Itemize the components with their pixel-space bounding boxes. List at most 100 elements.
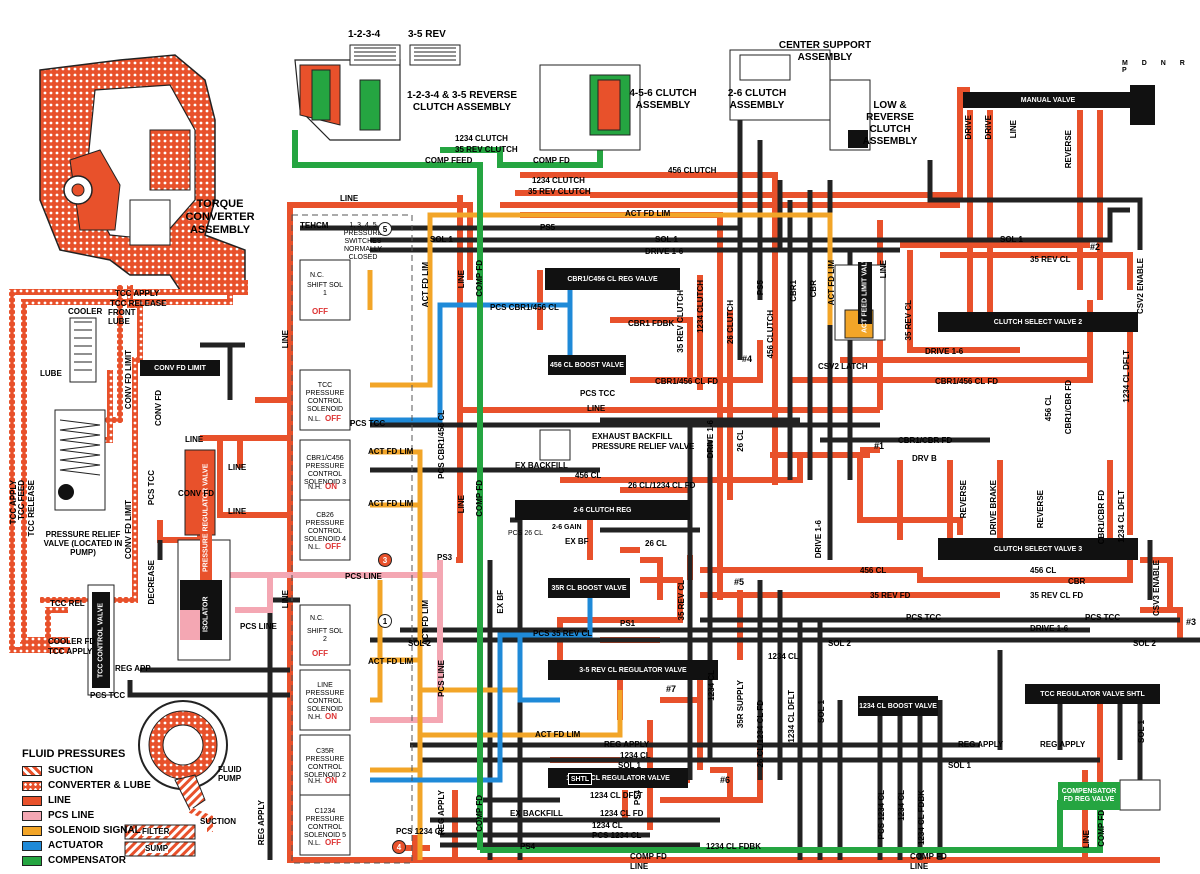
label-pcs-26: PCS 26 CL (508, 530, 544, 537)
solenoid-bodies (299, 259, 351, 856)
label-comp-fd-vert-4: COMP FD (1097, 810, 1106, 847)
label-ps5: PS5 (540, 223, 556, 232)
label-cooler-fd: COOLER FD (48, 637, 96, 646)
pcs-line-passages (230, 560, 443, 723)
solenoid-3-state: ON (325, 482, 337, 491)
label-tcc-release-vert: TCC RELEASE (27, 480, 36, 537)
label-456-cl-mid: 456 CL (575, 471, 602, 480)
pressure-switch-4: 4 (392, 840, 406, 854)
label-sol1-vert: SOL 1 (817, 700, 826, 723)
26-clutch-reg-valve: 2-6 CLUTCH REG (515, 500, 690, 520)
label-tcc-release-top: TCC RELEASE (110, 299, 167, 308)
pressure-switch-1: 1 (378, 614, 392, 628)
label-cbr1-456-fd-right: CBR1/456 CL FD (935, 377, 998, 386)
label-35rev-clutch: 35 REV CLUTCH (455, 145, 518, 154)
checkball-7: #7 (666, 684, 677, 694)
solenoid-5-state: OFF (312, 649, 328, 658)
legend-label-act: ACTUATOR (48, 840, 104, 851)
label-1234-cl-vert: 1234 CL (707, 670, 716, 701)
label-line-top: LINE (340, 194, 359, 203)
solenoid-8-label: C1234 PRESSURE CONTROL SOLENOID 5 (303, 808, 346, 839)
label-sol1-right: SOL 1 (1000, 235, 1023, 244)
label-sol1-top: SOL 1 (430, 235, 453, 244)
solenoid-8-type: N.L. (308, 840, 321, 847)
label-reg-app: REG APP (115, 664, 151, 673)
legend-swatch-act (22, 840, 42, 851)
torque-converter-title: TORQUE CONVERTER ASSEMBLY (185, 198, 255, 236)
456-boost-valve: 456 CL BOOST VALVE (548, 355, 626, 375)
isolator: ISOLATOR (200, 590, 212, 638)
label-conv-fd-limit-2: CONV FD LIMIT (124, 350, 133, 410)
label-conv-fd-limit-1: CONV FD LIMIT (124, 500, 133, 560)
label-decrease: DECREASE (147, 560, 156, 605)
label-sol1-vert-2: SOL 1 (1137, 720, 1146, 743)
label-1234-cl-dflt-vert-2: 1234 CL DFLT (1117, 490, 1126, 543)
solenoid-3-label: CBR1/C456 PRESSURE CONTROL SOLENOID 3 (303, 455, 346, 486)
clutch-assemblies (294, 44, 871, 151)
label-1234-cl-fdbk-vert: 1234 CL FDBK (917, 790, 926, 845)
label-act-fd-lim-vert-3: ACT FD LIM (827, 260, 836, 306)
label-act-fd-lim-4: ACT FD LIM (535, 730, 581, 739)
label-ps4-vert: PS4 (633, 790, 642, 806)
label-1234-clutch-vert: 1234 CLUTCH (696, 280, 705, 333)
label-reg-apply-mid: REG APPLY (604, 740, 650, 749)
label-reg-apply-vert-2: REG APPLY (437, 790, 446, 836)
legend-label-sol: SOLENOID SIGNAL (48, 825, 141, 836)
label-sol1-bottom: SOL 1 (618, 761, 641, 770)
label-ex-backfill: EX BACKFILL (515, 461, 568, 470)
label-cbr-vert: CBR (809, 280, 818, 298)
label-456-cl-right-2: 456 CL (1030, 566, 1057, 575)
solenoid-6-state: ON (325, 712, 337, 721)
label-26-clutch-vert: 26 CLUTCH (726, 300, 735, 345)
label-1234-cl-dflt-vert-3: 1234 CL DFLT (787, 690, 796, 743)
label-comp-fd-vert-3: COMP FD (475, 795, 484, 832)
label-act-fd-lim-2: ACT FD LIM (368, 499, 414, 508)
label-comp-feed: COMP FEED (425, 156, 473, 165)
label-pcs-tcc-vert: PCS TCC (147, 470, 156, 506)
label-cbr1-fdbk: CBR1 FDBK (628, 319, 675, 328)
label-456-cl-right: 456 CL (860, 566, 887, 575)
shtl-block: SHTL (568, 773, 592, 785)
label-pcs-line-vert: PCS LINE (437, 660, 446, 697)
solenoid-5-type: N.C. (310, 615, 324, 622)
label-pcs-1234-vert: PCS 1234 CL (877, 790, 886, 840)
label-35-rev-fd: 35 REV FD (870, 591, 911, 600)
front-lube-label: FRONT LUBE (108, 308, 136, 326)
solenoid-7-label: C35R PRESSURE CONTROL SOLENOID 2 (303, 748, 346, 779)
35r-boost-valve: 35R CL BOOST VALVE (548, 578, 630, 598)
label-cbr1-cbr-fd-top: CBR1/CBR FD (898, 436, 953, 445)
pressure-relief-label: PRESSURE RELIEF VALVE (LOCATED IN PUMP) (43, 530, 123, 557)
label-line-bottom: LINE (630, 862, 649, 871)
legend-label-comp: COMPENSATOR (48, 855, 126, 866)
label-1234-clutch-2: 1234 CLUTCH (532, 176, 585, 185)
solenoid-2-state: OFF (325, 414, 341, 423)
1234-boost-valve: 1234 CL BOOST VALVE (858, 696, 938, 716)
label-1234-cl-fdbk: 1234 CL FDBK (706, 842, 761, 851)
label-act-fd-lim-1: ACT FD LIM (368, 447, 414, 456)
legend-label-line: LINE (48, 795, 71, 806)
legend-swatch-suction (22, 765, 42, 776)
clutch-456-assembly-title: 4-5-6 CLUTCH ASSEMBLY (629, 88, 697, 111)
legend-swatch-line (22, 795, 42, 806)
legend-item-line: LINE (22, 793, 172, 808)
checkball-4: #4 (742, 354, 753, 364)
label-conv-fd: CONV FD (178, 489, 214, 498)
label-cbr1-cbr-fd-vert: CBR1/CBR FD (1064, 380, 1073, 435)
label-act-fd-lim-vert-1: ACT FD LIM (421, 262, 430, 308)
label-line-vert-2: LINE (281, 590, 290, 609)
label-pcs-line-left: PCS LINE (240, 622, 277, 631)
label-ex-bf-26: EX BF (565, 537, 589, 546)
label-reg-apply-right-2: REG APPLY (1040, 740, 1086, 749)
label-ps3: PS3 (437, 553, 453, 562)
label-1234-clutch: 1234 CLUTCH (455, 134, 508, 143)
legend-swatch-converter (22, 780, 42, 791)
actuator-passages (370, 275, 593, 783)
sump-label: SUMP (145, 844, 169, 853)
label-cbr1-cbr-fd-vert-2: CBR1/CBR FD (1097, 490, 1106, 545)
label-comp-fd-vert-2: COMP FD (475, 480, 484, 517)
label-26-cl-mid: 26 CL (645, 539, 667, 548)
legend-swatch-comp (22, 855, 42, 866)
compensator-reg-valve: COMPENSATOR FD REG VALVE (1058, 782, 1120, 810)
solenoid-1-state: OFF (312, 307, 328, 316)
label-drive-16-mid: DRIVE 1-6 (925, 347, 964, 356)
